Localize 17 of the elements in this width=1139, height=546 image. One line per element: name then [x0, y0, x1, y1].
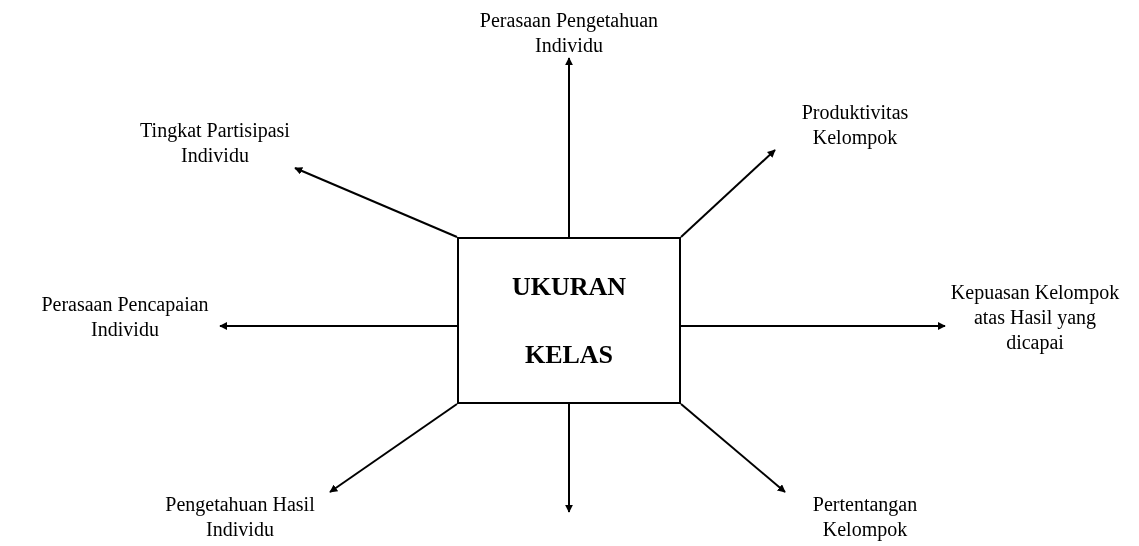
arrow [329, 403, 458, 493]
process-box [457, 237, 681, 404]
text-label: Pengetahuan Hasil Individu [164, 492, 316, 542]
arrow [565, 403, 573, 513]
arrow [680, 403, 786, 493]
text-label: Pertentangan Kelompok [811, 492, 919, 542]
arrow [294, 167, 458, 238]
arrow [565, 57, 573, 238]
text-label: Perasaan Pencapaian Individu [40, 292, 210, 342]
text-label: Produktivitas Kelompok [800, 100, 910, 150]
box-title: UKURAN KELAS [510, 270, 628, 371]
arrow [219, 322, 458, 330]
text-label: Kepuasan Kelompok atas Hasil yang dicapai [949, 280, 1121, 355]
arrow [680, 322, 946, 330]
arrow [680, 149, 776, 238]
text-label: Tingkat Partisipasi Individu [139, 118, 291, 168]
text-label: Perasaan Pengetahuan Individu [478, 8, 660, 58]
